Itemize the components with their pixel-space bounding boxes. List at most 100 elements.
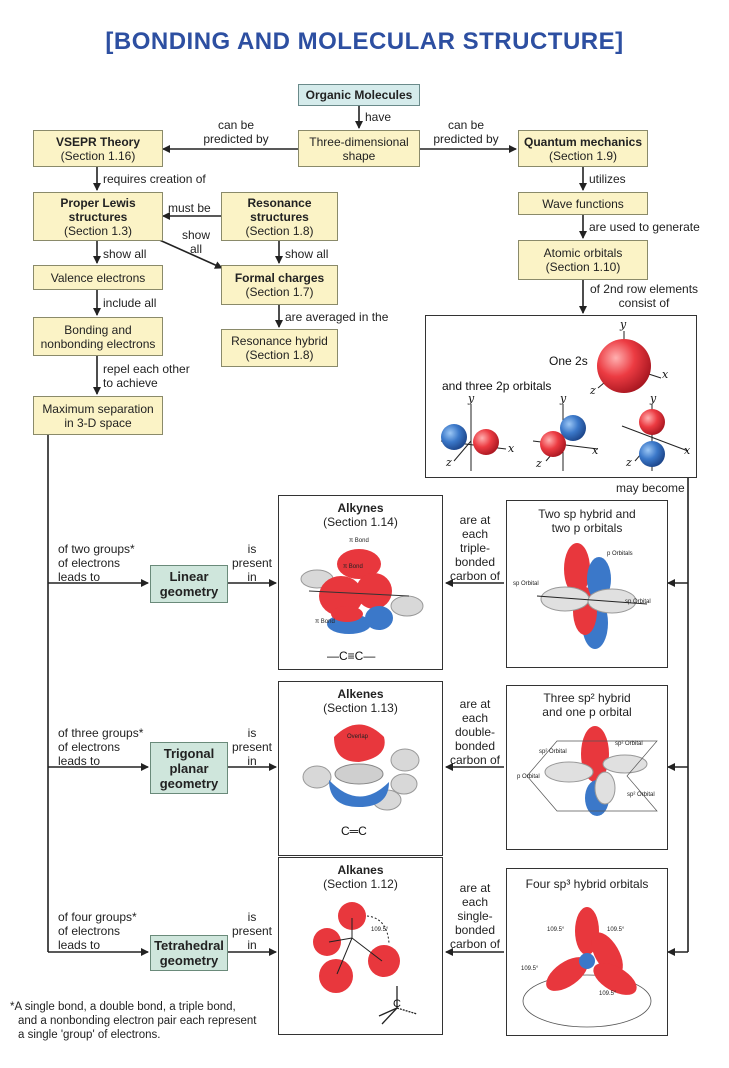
edge-second-row-1: of 2nd row elements — [589, 282, 699, 296]
edge-label-must-be: must be — [168, 201, 211, 215]
node-wave-label: Wave functions — [542, 196, 624, 211]
four-groups-2: of electrons — [58, 924, 121, 938]
node-quantum-mechanics: Quantum mechanics (Section 1.9) — [518, 130, 648, 167]
node-hybrid-line2: (Section 1.8) — [245, 348, 314, 362]
three-groups-2: of electrons — [58, 740, 121, 754]
sp3-title: Four sp³ hybrid orbitals — [525, 877, 649, 891]
edge-label-four-groups: of four groups* of electrons leads to — [58, 910, 137, 952]
node-vsepr-section: (Section 1.16) — [60, 148, 136, 163]
panel-sp-hybrid: Two sp hybrid and two p orbitals p Orbit… — [506, 500, 668, 668]
panel-atomic-orbitals: y x z One 2s and three 2p orbitals y x z… — [425, 315, 697, 478]
sp-p-orbitals-label: p Orbitals — [607, 551, 633, 557]
edge-label-requires: requires creation of — [103, 172, 206, 186]
label-z-axis-py: z — [536, 457, 542, 470]
alkenes-section: (Section 1.13) — [323, 701, 398, 715]
edge-label-single-bonded: are at each single- bonded carbon of — [446, 881, 504, 951]
label-y-axis-pz: y — [650, 392, 657, 405]
trigonal-line3: geometry — [159, 775, 219, 791]
node-bonding-line2: nonbonding electrons — [40, 336, 156, 351]
sp2-title-block: Three sp² hybrid and one p orbital — [507, 691, 667, 719]
two-groups-1: of two groups* — [58, 542, 135, 556]
edge-predicted-left-1: can be — [217, 118, 255, 132]
node-trigonal-planar-geometry: Trigonal planar geometry — [150, 742, 228, 794]
trigonal-line1: Trigonal — [163, 745, 215, 761]
node-maxsep-line1: Maximum separation — [42, 401, 154, 416]
edge-label-averaged: are averaged in the — [285, 310, 389, 324]
atomic-orbitals-illustration — [440, 331, 689, 471]
node-formal-title: Formal charges — [234, 271, 325, 285]
single-3: single- — [457, 909, 493, 923]
footnote: *A single bond, a double bond, a triple … — [10, 1000, 310, 1042]
sp-orbital-label-left: sp Orbital — [513, 581, 539, 587]
present-in-2c: in — [247, 754, 257, 768]
node-atomic-line2: (Section 1.10) — [545, 260, 621, 274]
sp2-orbital-label-right: sp² Orbital — [615, 741, 643, 747]
edge-label-predicted-right: can be predicted by — [426, 118, 506, 146]
edge-predicted-left-2: predicted by — [203, 132, 269, 146]
three-groups-1: of three groups* — [58, 726, 144, 740]
sp-title-2: two p orbitals — [551, 521, 623, 535]
present-in-3c: in — [247, 938, 257, 952]
node-resonance-hybrid: Resonance hybrid (Section 1.8) — [221, 329, 338, 367]
edge-label-predicted-left: can be predicted by — [196, 118, 276, 146]
label-one-2s: One 2s — [549, 354, 588, 368]
node-bonding-line1: Bonding and — [64, 322, 132, 337]
alkyne-molecule-illustration — [300, 549, 424, 634]
label-z-axis-2s: z — [590, 384, 596, 397]
sp2-orbitals-illustration — [526, 726, 658, 816]
panel-sp2-hybrid: Three sp² hybrid and one p orbital sp² O… — [506, 685, 668, 850]
label-z-axis-pz: z — [626, 456, 632, 469]
four-groups-1: of four groups* — [58, 910, 137, 924]
alkanes-title: Alkanes — [337, 863, 384, 877]
footnote-line1: *A single bond, a double bond, a triple … — [10, 1001, 236, 1013]
sp2-title-2: and one p orbital — [542, 705, 632, 719]
node-bonding-nonbonding: Bonding and nonbonding electrons — [33, 317, 163, 356]
node-atomic-line1: Atomic orbitals — [543, 246, 623, 260]
double-1: are at — [459, 697, 491, 711]
label-y-axis-py: y — [560, 392, 567, 405]
node-lewis-section: (Section 1.3) — [63, 223, 133, 238]
node-three-dimensional-shape: Three-dimensional shape — [298, 130, 420, 167]
sp2-p-orbital-label: p Orbital — [517, 774, 540, 780]
alkanes-section: (Section 1.12) — [323, 877, 398, 891]
sp3-angle-label-1: 109.5° — [547, 927, 565, 933]
three-groups-3: leads to — [58, 754, 101, 768]
sp3-angle-label-3: 109.5° — [521, 966, 539, 972]
node-resonance-line2: structures — [250, 209, 309, 224]
alkene-molecule-illustration — [302, 724, 420, 811]
node-linear-geometry: Linear geometry — [150, 565, 228, 603]
edge-label-show-all-left: show all — [103, 247, 147, 261]
edge-label-may-become: may become — [616, 481, 685, 495]
alkynes-title: Alkynes — [337, 501, 384, 515]
node-valence-label: Valence electrons — [50, 270, 146, 285]
sp-title-block: Two sp hybrid and two p orbitals — [507, 507, 667, 535]
edge-predicted-right-1: can be — [447, 118, 485, 132]
edge-label-repel: repel each other to achieve — [103, 362, 190, 390]
edge-label-two-groups: of two groups* of electrons leads to — [58, 542, 135, 584]
node-resonance-line1: Resonance — [247, 195, 312, 210]
alkane-molecule-illustration — [313, 902, 418, 1025]
two-groups-2: of electrons — [58, 556, 121, 570]
edge-label-double-bonded: are at each double- bonded carbon of — [446, 697, 504, 767]
node-resonance-section: (Section 1.8) — [245, 223, 314, 238]
node-shape-line2: shape — [342, 148, 376, 163]
tetrahedral-line1: Tetrahedral — [154, 938, 224, 953]
label-x-axis-pz: x — [684, 444, 691, 457]
alkynes-pi-bond-label-top: π Bond — [349, 538, 369, 544]
trigonal-line2: planar — [169, 760, 209, 776]
label-y-axis-2s: y — [620, 318, 627, 331]
footnote-line2: and a nonbonding electron pair each repr… — [18, 1015, 257, 1027]
sp2-orbital-label-left: sp² Orbital — [539, 749, 567, 755]
present-in-2b: present — [231, 740, 273, 754]
present-in-1b: present — [231, 556, 273, 570]
orbital-2s — [597, 331, 662, 393]
alkanes-title-block: Alkanes (Section 1.12) — [279, 863, 442, 891]
present-in-3b: present — [231, 924, 273, 938]
alkynes-pi-bond-label-bottom: π Bond — [315, 619, 335, 625]
double-2: each — [461, 711, 489, 725]
orbital-2p-y — [532, 404, 599, 471]
node-wave-functions: Wave functions — [518, 192, 648, 215]
label-x-axis-px: x — [508, 442, 515, 455]
edge-second-row-2: consist of — [618, 296, 670, 310]
